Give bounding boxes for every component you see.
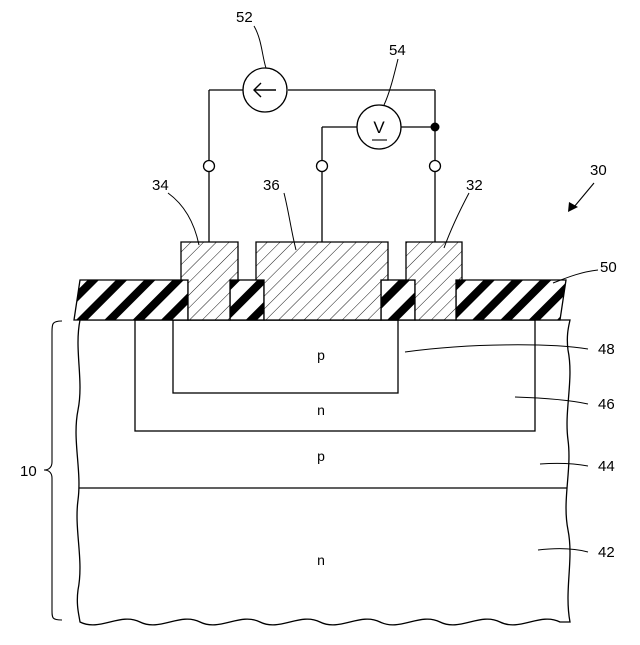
substrate-ref-label: 10 <box>20 463 37 480</box>
terminal-right <box>430 161 441 172</box>
region-p-top-ref-label: 48 <box>598 341 615 358</box>
electrode-left-ref-label: 34 <box>152 177 169 194</box>
electrode-center-ref-label: 36 <box>263 177 280 194</box>
voltmeter: V <box>357 105 401 149</box>
region-n-bottom-label: n <box>317 552 325 568</box>
electrode-left <box>181 242 238 320</box>
terminal-center <box>317 161 328 172</box>
region-p-layer-label: p <box>317 448 325 464</box>
region-n-well-ref-label: 46 <box>598 396 615 413</box>
junction-dot <box>431 123 440 132</box>
insulator-ref-label: 50 <box>600 259 617 276</box>
device-ref-label: 30 <box>590 162 607 179</box>
electrode-right-ref-label: 32 <box>466 177 483 194</box>
substrate-brace <box>44 321 62 620</box>
substrate-body <box>76 320 570 625</box>
current-source <box>243 68 287 112</box>
current-source-ref-label: 52 <box>236 9 253 26</box>
voltmeter-symbol: V <box>373 118 385 137</box>
electrode-right <box>406 242 462 320</box>
layer-n-bottom-ref-label: 42 <box>598 544 615 561</box>
device-arrow <box>568 183 594 212</box>
voltmeter-ref-label: 54 <box>389 42 406 59</box>
region-n-well-label: n <box>317 402 325 418</box>
region-p-top-label: p <box>317 347 325 363</box>
electrode-center <box>256 242 388 320</box>
terminal-left <box>204 161 215 172</box>
layer-p-ref-label: 44 <box>598 458 615 475</box>
